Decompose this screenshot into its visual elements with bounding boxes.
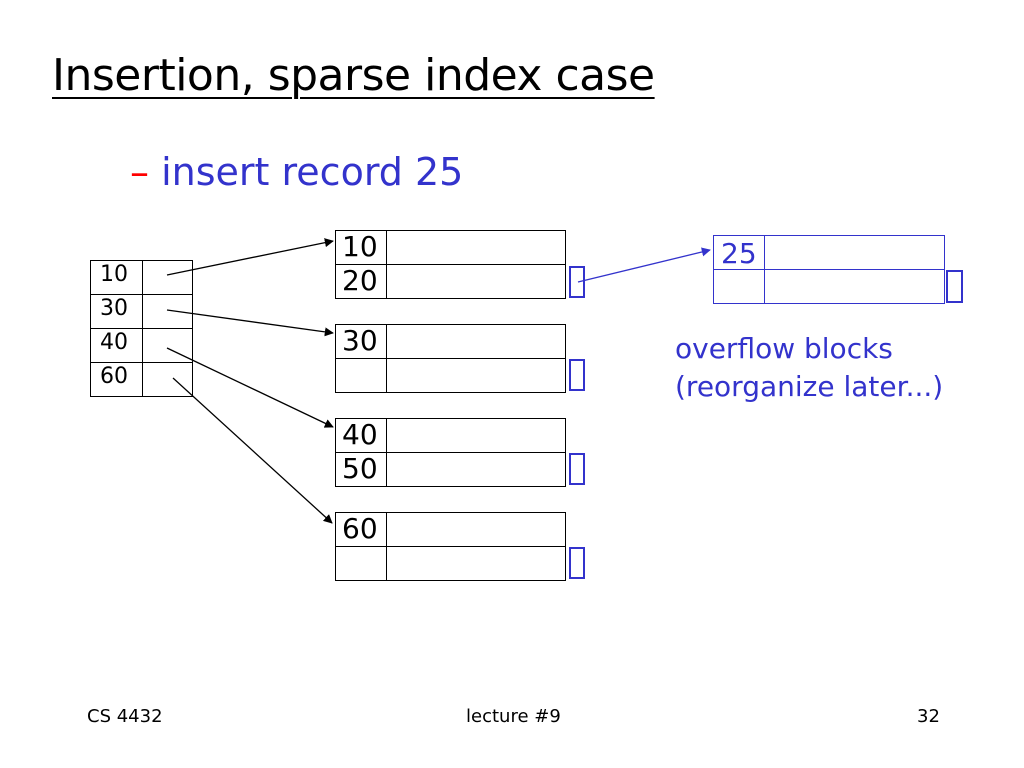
footer-lecture: lecture #9 [466,706,561,727]
bullet: – insert record 25 [130,150,463,194]
index-pointer [142,294,193,329]
note-line-2: (reorganize later...) [675,370,944,403]
record-key: 10 [335,230,387,265]
footer-course: CS 4432 [87,706,163,727]
record-key [335,546,387,581]
overflow-record-key: 25 [713,235,765,270]
index-key: 60 [90,362,143,397]
note-line-1: overflow blocks [675,332,893,365]
record-body [386,512,566,547]
arrow-index-60 [172,377,333,524]
block-pointer-icon [569,266,585,298]
record-key: 50 [335,452,387,487]
record-key: 30 [335,324,387,359]
record-body [386,452,566,487]
arrow-index-10 [166,238,334,276]
record-key: 40 [335,418,387,453]
index-pointer [142,362,193,397]
overflow-pointer-icon [946,270,963,303]
block-pointer-icon [569,453,585,485]
index-key: 40 [90,328,143,363]
record-body [386,324,566,359]
arrow-index-40 [166,347,334,428]
footer-slide-number: 32 [917,706,940,727]
arrow-overflow [577,247,711,283]
bullet-dash: – [130,150,149,194]
overflow-record-key [713,269,765,304]
overflow-note: overflow blocks (reorganize later...) [675,330,943,406]
record-body [386,264,566,299]
block-pointer-icon [569,547,585,579]
index-pointer [142,328,193,363]
record-body [386,546,566,581]
overflow-record-body [764,269,945,304]
arrow-index-30 [166,309,334,337]
bullet-text: insert record 25 [161,150,464,194]
slide-title: Insertion, sparse index case [52,50,655,101]
record-body [386,358,566,393]
block-pointer-icon [569,359,585,391]
